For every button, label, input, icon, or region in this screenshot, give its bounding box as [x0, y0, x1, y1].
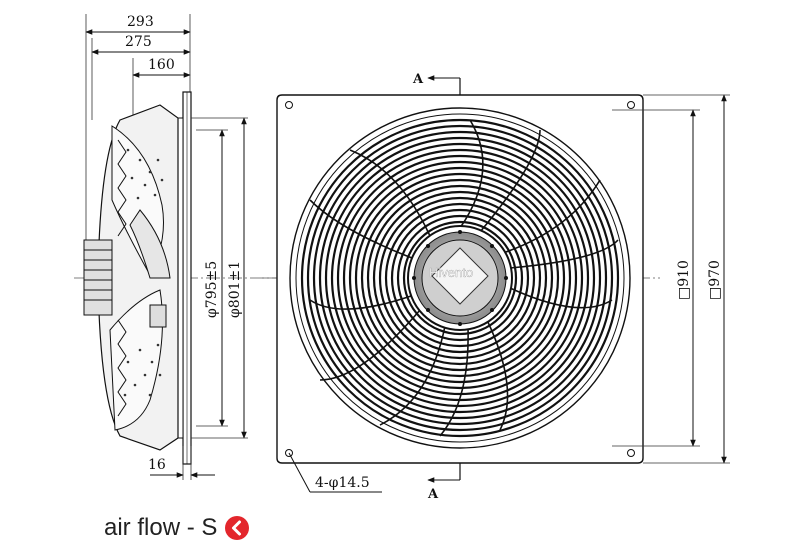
dim-160: 160 — [148, 57, 175, 73]
dim-16: 16 — [148, 457, 166, 473]
front-view: Hivento A A 4-φ14.5 □910 □970 — [262, 72, 730, 502]
side-view: 293 275 160 — [74, 14, 278, 480]
airflow-legend: air flow - S — [104, 514, 250, 542]
mounting-holes — [285, 101, 635, 457]
dim-square-910: □910 — [676, 260, 692, 300]
section-mark-bottom: A — [427, 487, 439, 502]
watermark-text: Hivento — [429, 265, 473, 280]
dim-diameter-801: φ801±1 — [227, 261, 243, 318]
section-mark-top: A — [412, 72, 424, 87]
dim-holes: 4-φ14.5 — [315, 475, 370, 491]
dim-diameter-795: φ795±5 — [204, 261, 220, 318]
left-arrow-circle-icon — [225, 516, 250, 540]
airflow-label: air flow - S — [104, 514, 218, 541]
dim-square-970: □970 — [707, 260, 723, 300]
dim-293: 293 — [127, 14, 154, 30]
dim-275: 275 — [125, 34, 152, 50]
